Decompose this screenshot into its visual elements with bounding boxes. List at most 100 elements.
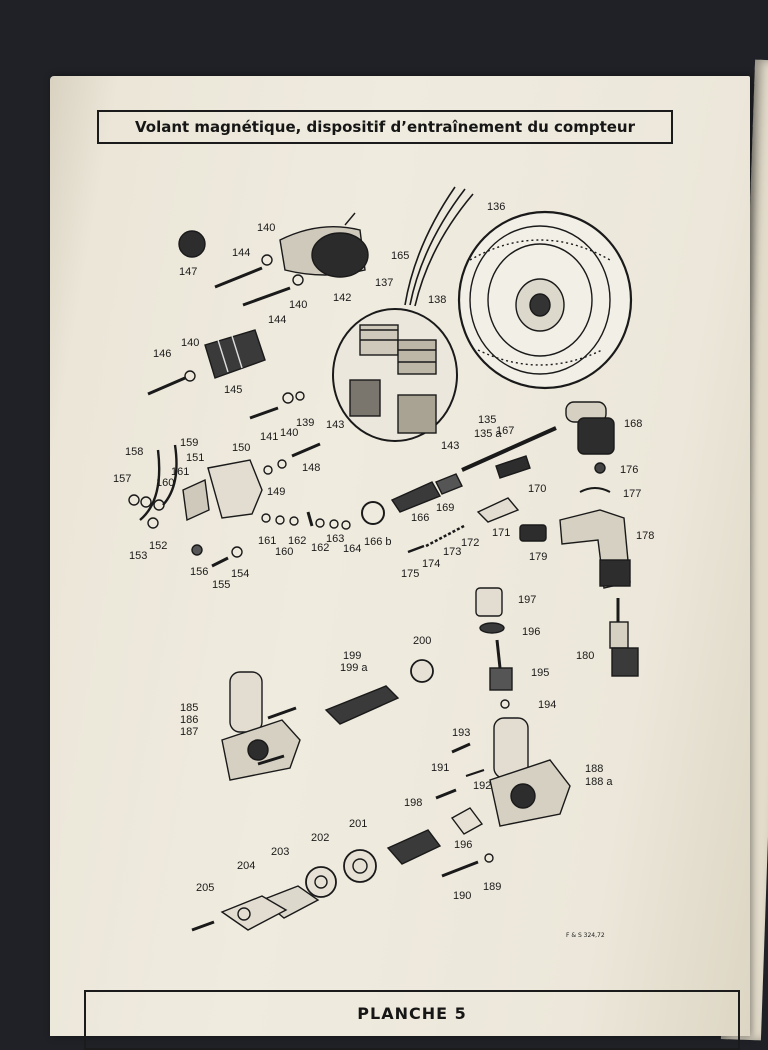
label-135-a: 135 a [474,428,502,440]
plug-cap-178-part [559,509,631,589]
grommet-179 [519,524,547,542]
label-153: 153 [129,550,147,562]
nipple-171 [476,497,520,523]
label-199-a: 199 a [340,662,368,674]
screw-175 [407,544,425,554]
label-199: 199 [343,650,361,662]
label-191: 191 [431,762,449,774]
screw-144b [242,286,291,307]
washer-149b [277,459,287,469]
label-162-b: 162 [311,542,329,554]
label-188: 188 [585,763,603,775]
label-203: 203 [271,846,289,858]
lever-assembly-part [139,444,263,522]
pin-192 [465,769,485,777]
label-151: 151 [186,452,204,464]
label-155: 155 [212,579,230,591]
sleeve-170 [495,455,531,479]
plate-number: PLANCHE 5 [84,990,740,1050]
flywheel-part [457,210,633,390]
label-187: 187 [180,726,198,738]
washer-140d [282,392,294,404]
label-148: 148 [302,462,320,474]
housing-188-part [489,717,571,827]
screw-144a [214,266,263,289]
label-193: 193 [452,727,470,739]
label-138: 138 [428,294,446,306]
label-142: 142 [333,292,351,304]
label-137: 137 [375,277,393,289]
label-188-a: 188 a [585,776,613,788]
washer-140a [261,254,273,266]
screw-205 [191,920,215,932]
part-labels: 136 165 138 137 140 144 147 142 140 144 … [113,201,654,902]
label-196-b: 196 [454,839,472,851]
label-162: 162 [288,535,306,547]
screw-193 [451,742,471,754]
label-163: 163 [326,533,344,545]
screw-190 [441,860,479,878]
label-205: 205 [196,882,214,894]
label-160-a: 160 [156,477,174,489]
label-175: 175 [401,568,419,580]
part-176 [594,462,606,474]
stator-plate-part [332,308,458,442]
plug-cap-168-part [565,401,615,455]
washer-163a [315,518,325,528]
label-149: 149 [267,486,285,498]
bearing-201 [343,849,377,883]
washer-160b [275,515,285,525]
worm-gear-199 [324,685,400,725]
washer-139 [295,391,305,401]
plate-title: Volant magnétique, dispositif d’entraîne… [97,110,673,144]
label-186: 186 [180,714,198,726]
label-169: 169 [436,502,454,514]
label-140-b: 140 [289,299,307,311]
label-139: 139 [296,417,314,429]
label-144-a: 144 [232,247,250,259]
washer-163b [329,519,339,529]
label-158: 158 [125,446,143,458]
label-165: 165 [391,250,409,262]
nut-166 [390,481,442,513]
screw-141 [249,406,279,420]
label-195: 195 [531,667,549,679]
label-197: 197 [518,594,536,606]
washer-162a [289,516,299,526]
label-201: 201 [349,818,367,830]
label-179: 179 [529,551,547,563]
screw-191 [435,788,457,800]
washer-161b [261,513,271,523]
ball-200 [410,659,434,683]
washer-189 [484,853,494,863]
label-180: 180 [576,650,594,662]
label-164: 164 [343,543,361,555]
label-167: 167 [496,425,514,437]
label-192: 192 [473,780,491,792]
label-172: 172 [461,537,479,549]
label-168: 168 [624,418,642,430]
label-150: 150 [232,442,250,454]
washer-140c [184,370,196,382]
wire-bundle-part [404,186,474,307]
spring-173 [425,524,465,548]
label-140-d: 140 [280,427,298,439]
manual-page [50,76,750,1036]
washer-154 [231,546,243,558]
washer-161a [153,499,165,511]
label-177: 177 [623,488,641,500]
clip-177 [579,487,611,493]
label-143-a: 143 [326,419,344,431]
label-143-b: 143 [441,440,459,452]
pin-162 [306,511,314,527]
label-170: 170 [528,483,546,495]
part-147 [178,230,206,258]
drawing-reference-code: F & S 324,72 [566,932,605,939]
washer-160a [140,496,152,508]
label-147: 147 [179,266,197,278]
shaft-167 [461,426,557,472]
label-140-c: 140 [181,337,199,349]
label-196-a: 196 [522,626,540,638]
part-194 [500,699,510,709]
washer-152 [147,517,159,529]
